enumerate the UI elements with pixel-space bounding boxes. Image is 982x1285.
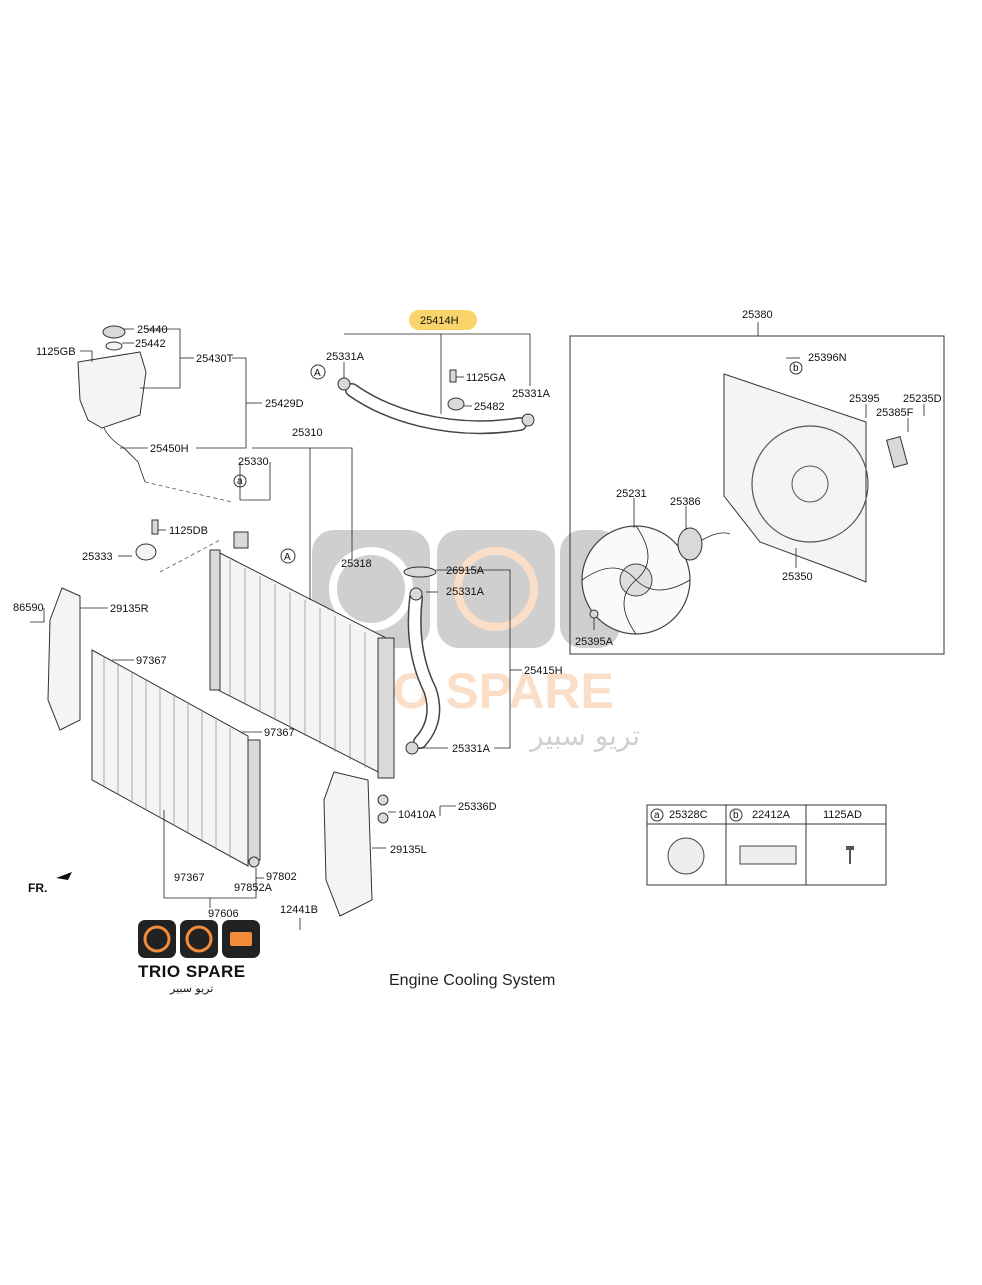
highlight-25414H	[409, 310, 477, 330]
label-10410A[interactable]: 10410A	[398, 809, 437, 821]
label-97852A[interactable]: 97852A	[234, 882, 273, 894]
label-25395A[interactable]: 25395A	[575, 636, 614, 648]
radiator-fins	[229, 560, 366, 768]
watermark-arabic: تريو سبير	[528, 719, 640, 752]
label-25450H[interactable]: 25450H	[150, 443, 189, 455]
legend-mark-b: b	[733, 810, 739, 821]
bolt-1125GA	[449, 369, 457, 383]
label-97606[interactable]: 97606	[208, 908, 239, 920]
drain-group	[118, 519, 221, 573]
label-25414H[interactable]: 25414H	[420, 315, 459, 327]
label-29135L[interactable]: 29135L	[390, 844, 427, 856]
watermark-icon-speedo-frame	[437, 530, 555, 648]
label-25235D[interactable]: 25235D	[903, 393, 942, 405]
callout-a: a	[237, 476, 243, 487]
label-25442[interactable]: 25442	[135, 338, 166, 350]
legend-icon-1125AD	[846, 846, 854, 864]
fan-assembly	[569, 322, 945, 655]
cap-seal	[105, 341, 123, 351]
brand-logo-icons	[138, 920, 260, 958]
label-97367-3[interactable]: 97367	[174, 872, 205, 884]
condenser	[91, 649, 264, 908]
diagram-caption: Engine Cooling System	[389, 972, 556, 989]
legend-mark-a: a	[654, 810, 660, 821]
label-25331A-3[interactable]: 25331A	[446, 586, 485, 598]
legend-code-25328C[interactable]: 25328C	[669, 809, 708, 821]
label-25310[interactable]: 25310	[292, 427, 323, 439]
labels: 25414H 25440 25442 1125GB 25430T 25429D …	[13, 309, 942, 920]
reservoir-group	[77, 325, 147, 483]
leaders-reservoir	[80, 328, 262, 503]
label-25350[interactable]: 25350	[782, 571, 813, 583]
label-25380[interactable]: 25380	[742, 309, 773, 321]
condenser-core	[91, 649, 249, 867]
label-25430T[interactable]: 25430T	[196, 353, 234, 365]
callout-A-1: A	[314, 368, 321, 379]
label-25330[interactable]: 25330	[238, 456, 269, 468]
lower-hose-group	[403, 566, 522, 755]
shroud-ring	[751, 425, 869, 543]
radiator	[209, 531, 395, 779]
label-1125GA[interactable]: 1125GA	[466, 372, 506, 384]
label-26915A[interactable]: 26915A	[446, 565, 485, 577]
label-25429D[interactable]: 25429D	[265, 398, 304, 410]
label-86590[interactable]: 86590	[13, 602, 44, 614]
label-25231[interactable]: 25231	[616, 488, 647, 500]
label-25318[interactable]: 25318	[341, 558, 372, 570]
label-97367-1[interactable]: 97367	[136, 655, 167, 667]
label-25333[interactable]: 25333	[82, 551, 113, 563]
air-guards	[30, 587, 456, 930]
direction-arrow	[56, 872, 72, 880]
radiator-right-tank	[377, 637, 395, 779]
legend-code-22412A[interactable]: 22412A	[752, 809, 791, 821]
radiator-filler-neck	[233, 531, 249, 549]
watermark-icon-gauge	[329, 547, 413, 631]
label-97367-2[interactable]: 97367	[264, 727, 295, 739]
upper-hose-group	[337, 333, 535, 435]
air-guard-left	[323, 771, 373, 917]
seal-26915A	[403, 566, 437, 578]
fan-motor	[677, 527, 703, 561]
label-25415H[interactable]: 25415H	[524, 665, 563, 677]
fan-shroud	[723, 373, 867, 583]
label-97802[interactable]: 97802	[266, 871, 297, 883]
reservoir-tank	[77, 351, 147, 429]
label-25331A-1[interactable]: 25331A	[326, 351, 365, 363]
hose-clamp-1	[337, 377, 351, 391]
label-25482[interactable]: 25482	[474, 401, 505, 413]
legend-icon-22412A	[739, 845, 797, 865]
brand-logo-arabic: تريو سبير	[170, 982, 214, 995]
hose-cap-25482	[447, 397, 465, 411]
air-guard-right	[47, 587, 81, 731]
brand-logo-text: TRIO SPARE	[138, 962, 246, 981]
watermark-icon-speedo	[454, 547, 538, 631]
direction-label: FR.	[28, 881, 47, 895]
callout-A-2: A	[284, 552, 291, 563]
reservoir-hose	[103, 427, 146, 483]
resistor-25385F	[886, 436, 908, 468]
label-25440[interactable]: 25440	[137, 324, 168, 336]
label-1125DB[interactable]: 1125DB	[169, 525, 208, 537]
legend-code-1125AD[interactable]: 1125AD	[823, 809, 862, 821]
label-29135R[interactable]: 29135R	[110, 603, 149, 615]
legend-icon-25328C	[667, 837, 705, 875]
label-12441B[interactable]: 12441B	[280, 904, 318, 916]
callout-b: b	[793, 363, 799, 374]
fan-assembly-frame	[569, 335, 945, 655]
label-25331A-2[interactable]: 25331A	[512, 388, 551, 400]
label-25396N[interactable]: 25396N	[808, 352, 847, 364]
label-25331A-4[interactable]: 25331A	[452, 743, 491, 755]
legend-table	[646, 804, 887, 886]
hose-clamp-2	[521, 413, 535, 427]
radiator-left-tank	[209, 549, 221, 691]
label-25386[interactable]: 25386	[670, 496, 701, 508]
reservoir-cap	[102, 325, 126, 339]
label-1125GB[interactable]: 1125GB	[36, 346, 76, 358]
label-25395[interactable]: 25395	[849, 393, 880, 405]
label-25385F[interactable]: 25385F	[876, 407, 914, 419]
label-25336D[interactable]: 25336D	[458, 801, 497, 813]
